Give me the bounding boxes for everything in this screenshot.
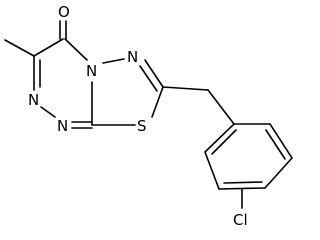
- molecule-canvas: O N N N N S Cl: [4, 3, 293, 229]
- bond-ring-4: [264, 157, 293, 189]
- atom-labels: O N N N N S Cl: [28, 3, 248, 229]
- bond-ring-5: [269, 123, 293, 159]
- atom-nitrogen-triazine-2: N: [28, 91, 39, 109]
- bond-n4-c4: [64, 38, 88, 61]
- bond-n2-n1: [40, 106, 56, 118]
- bond-ring-inner-2: [223, 181, 263, 184]
- bond-n-c2-b: [139, 65, 158, 92]
- bonds: [4, 20, 293, 209]
- structure-diagram: O N N N N S Cl: [4, 3, 293, 229]
- bond-ch2-ring: [207, 89, 235, 125]
- atom-nitrogen-thiadiazole: N: [127, 48, 138, 66]
- bond-n4-n: [102, 58, 125, 64]
- bond-c3-methyl: [4, 39, 35, 57]
- bond-ring-1: [204, 123, 235, 153]
- atom-oxygen: O: [58, 3, 70, 21]
- bond-c4-c3: [33, 38, 64, 57]
- bond-c2-s: [151, 86, 164, 118]
- atom-nitrogen-ring-junction: N: [86, 62, 97, 80]
- atom-sulfur: S: [137, 117, 147, 135]
- atom-chlorine: Cl: [233, 211, 248, 229]
- bond-ring-inner-1: [211, 129, 237, 155]
- bond-ring-inner-3: [265, 129, 286, 160]
- bond-c2-ch2: [162, 86, 209, 91]
- bond-n-c2-a: [144, 59, 164, 88]
- atom-nitrogen-triazine-1: N: [57, 117, 68, 135]
- bond-ring-2: [204, 151, 220, 190]
